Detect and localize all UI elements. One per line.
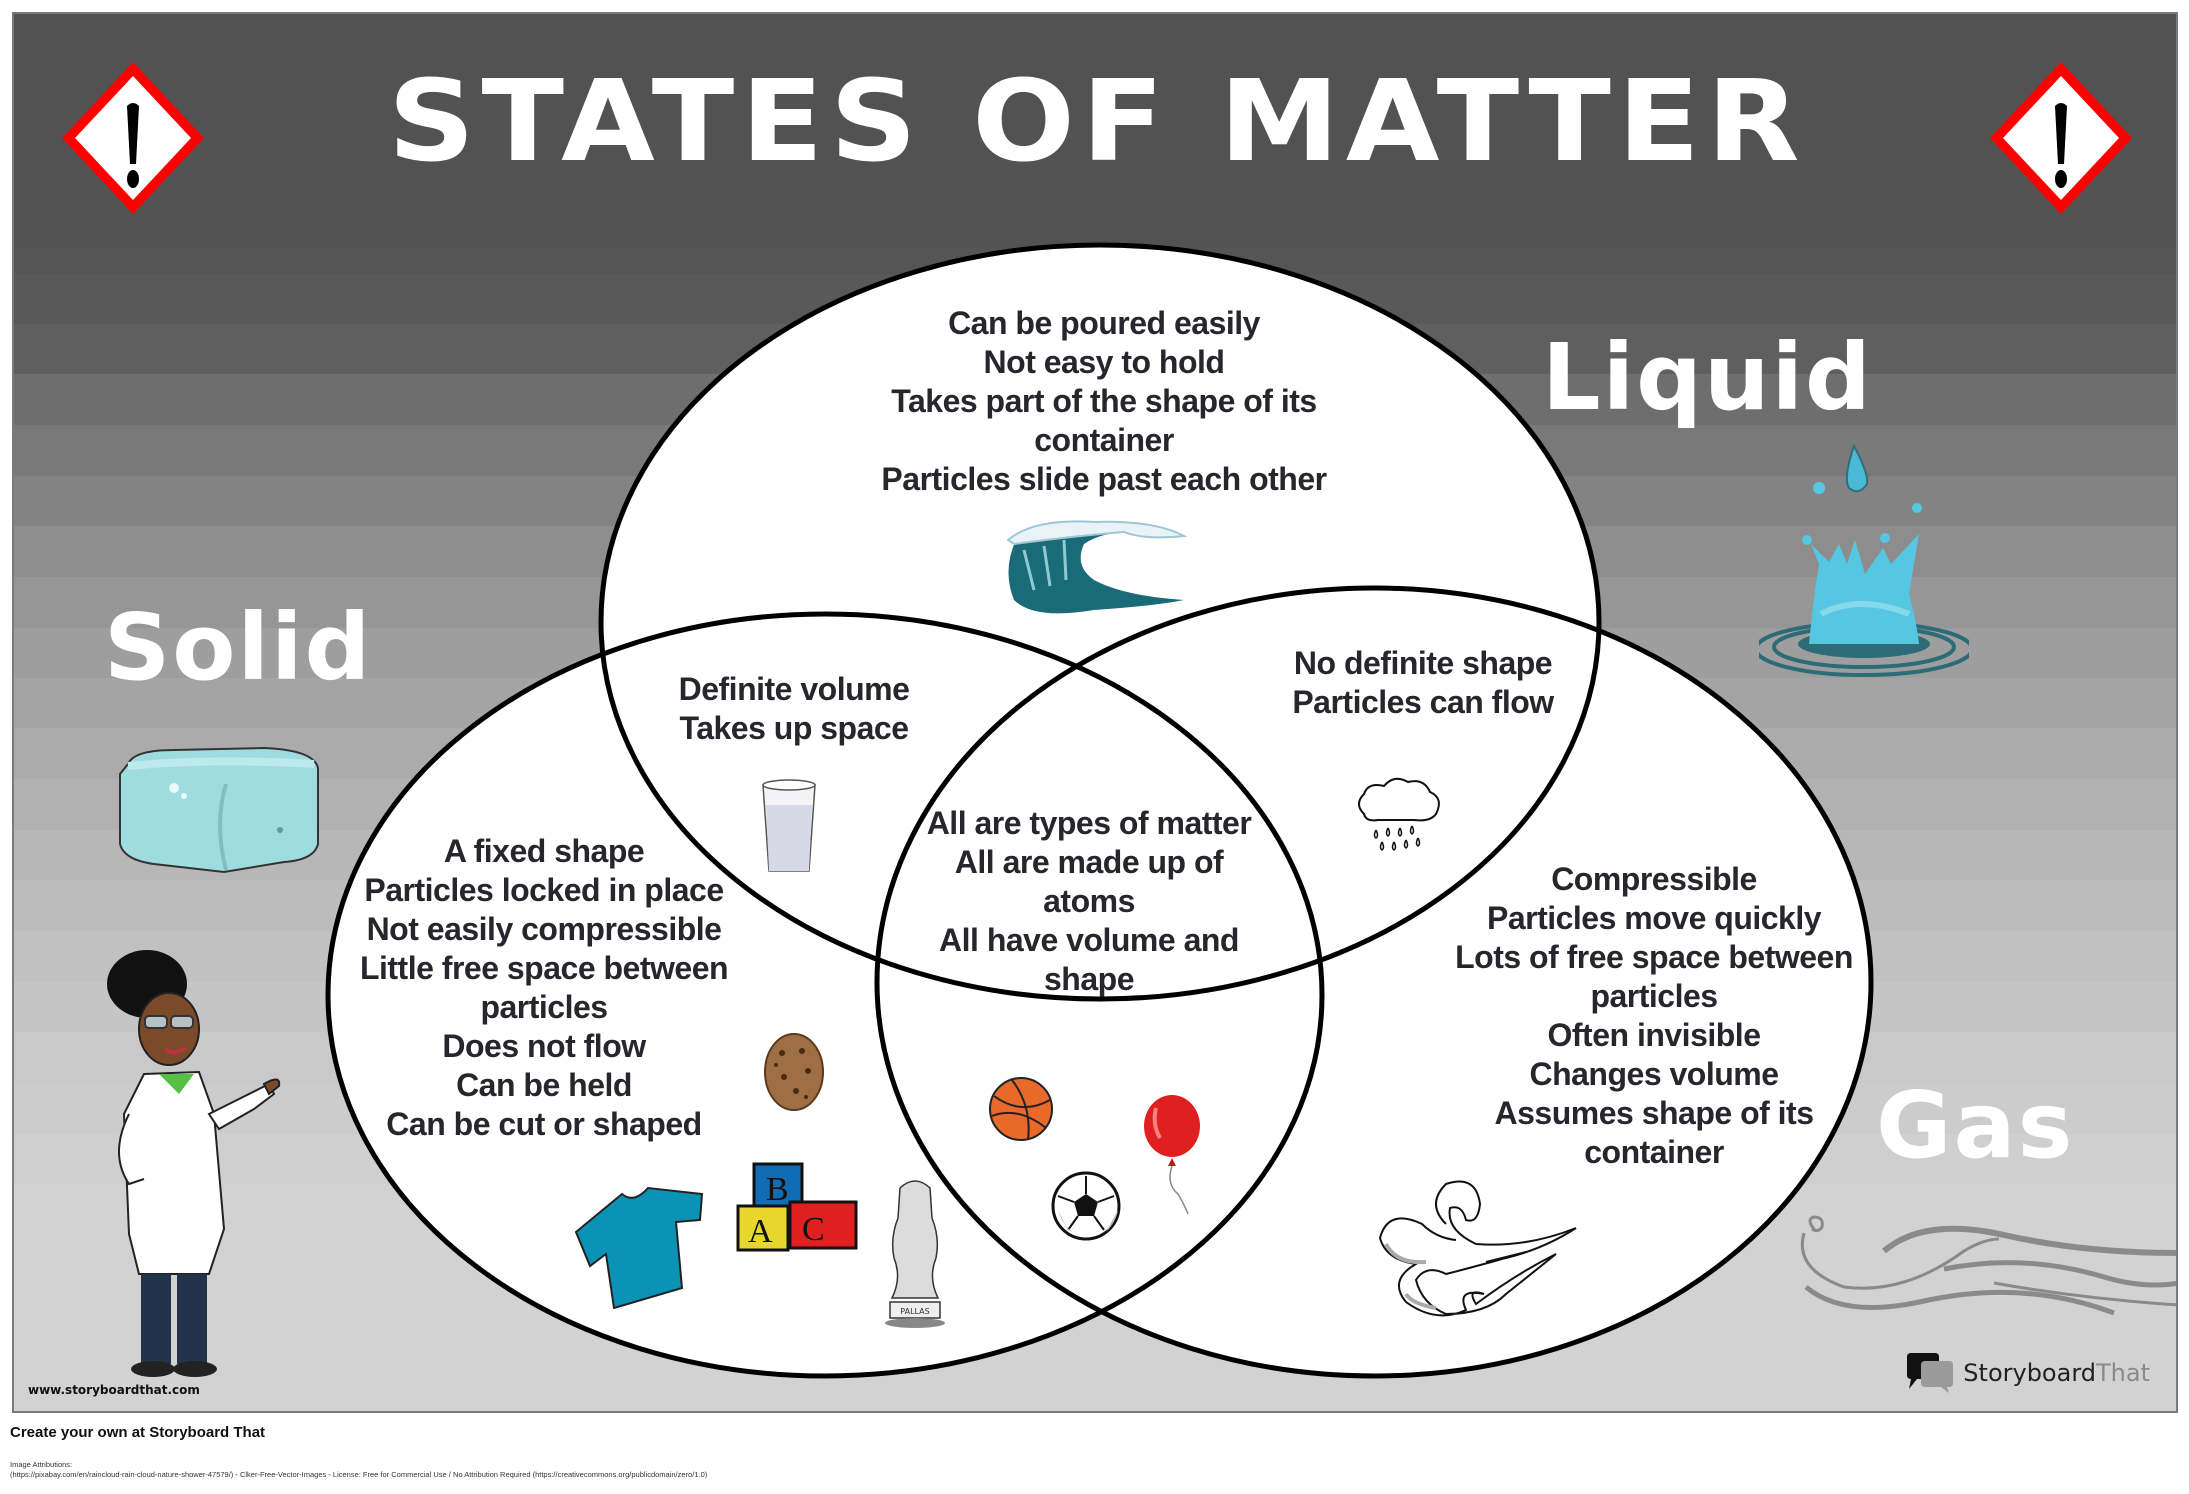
cookie-icon — [764, 1033, 824, 1111]
text-line: Takes up space — [679, 710, 909, 746]
text-line: All are types of matter — [926, 805, 1252, 841]
text-line: Particles locked in place — [364, 872, 724, 908]
region-all-three: All are types of matter All are made up … — [924, 804, 1254, 999]
text-line: All are made up of — [954, 844, 1224, 880]
text-line: container — [1034, 422, 1174, 458]
image-attributions: Image Attributions: (https://pixabay.com… — [10, 1460, 707, 1480]
text-line: particles — [1590, 978, 1718, 1014]
text-line: container — [1584, 1134, 1724, 1170]
poster-title: STATES OF MATTER — [387, 57, 1807, 187]
block-letter-c: C — [802, 1211, 825, 1248]
circle-liquid — [598, 242, 1602, 1002]
text-line: Lots of free space between — [1455, 939, 1853, 975]
t-shirt-icon — [574, 1186, 704, 1309]
text-line: Assumes shape of its — [1494, 1095, 1815, 1131]
text-line: A fixed shape — [443, 833, 645, 869]
red-balloon-icon — [1144, 1095, 1200, 1215]
text-line: Takes part of the shape of its — [891, 383, 1317, 419]
speech-bubbles-logo-icon — [1907, 1353, 1954, 1393]
text-line: Compressible — [1551, 861, 1757, 897]
water-splash-icon — [1759, 444, 1969, 677]
brand-name-dark: Storyboard — [1963, 1359, 2096, 1387]
exclamation-hazard-icon-left — [62, 62, 204, 214]
text-line: Definite volume — [678, 671, 910, 707]
glass-of-water-icon — [762, 779, 816, 872]
ice-cube-icon — [119, 746, 319, 874]
text-line: Changes volume — [1529, 1056, 1779, 1092]
text-line: All have volume and — [939, 922, 1239, 958]
region-gas-only: Compressible Particles move quickly Lots… — [1454, 860, 1854, 1172]
text-line: Does not flow — [442, 1028, 646, 1064]
attribution-title: Image Attributions: — [10, 1460, 73, 1469]
rain-cloud-icon — [1358, 777, 1440, 851]
region-solid-liquid: Definite volume Takes up space — [654, 670, 934, 748]
block-letter-a: A — [748, 1213, 773, 1250]
text-line: Can be held — [456, 1067, 632, 1103]
region-liquid-gas: No definite shape Particles can flow — [1278, 644, 1568, 722]
region-liquid-only: Can be poured easily Not easy to hold Ta… — [844, 304, 1364, 499]
create-your-own-link[interactable]: Create your own at Storyboard That — [10, 1424, 266, 1441]
text-line: Can be poured easily — [948, 305, 1260, 341]
text-line: Can be cut or shaped — [386, 1106, 702, 1142]
exclamation-hazard-icon-right — [1990, 62, 2132, 214]
circle-solid — [325, 611, 1325, 1379]
text-line: Not easily compressible — [366, 911, 722, 947]
wind-swirl-icon — [1800, 1215, 2176, 1316]
wind-gust-icon — [1378, 1180, 1577, 1317]
basketball-icon — [989, 1077, 1053, 1141]
brand-name-light: That — [2096, 1359, 2150, 1387]
text-line: Often invisible — [1547, 1017, 1761, 1053]
label-solid: Solid — [104, 594, 373, 701]
block-letter-b: B — [766, 1171, 789, 1208]
text-line: shape — [1044, 961, 1134, 997]
statue-label: PALLAS — [900, 1307, 929, 1316]
label-gas: Gas — [1876, 1072, 2075, 1179]
text-line: Little free space between — [359, 950, 729, 986]
abc-blocks-icon: B A C — [736, 1162, 858, 1252]
text-line: Particles can flow — [1292, 684, 1554, 720]
attribution-text: (https://pixabay.com/en/raincloud-rain-c… — [10, 1470, 708, 1479]
text-line: Not easy to hold — [983, 344, 1225, 380]
scientist-character — [107, 950, 281, 1377]
label-liquid: Liquid — [1542, 324, 1873, 431]
circle-gas — [874, 585, 1874, 1379]
ocean-wave-icon — [1006, 520, 1188, 614]
region-solid-only: A fixed shape Particles locked in place … — [344, 832, 744, 1144]
text-line: Particles move quickly — [1486, 900, 1822, 936]
storyboardthat-logo[interactable]: StoryboardThat — [1905, 1353, 2150, 1393]
text-line: particles — [480, 989, 608, 1025]
text-line: atoms — [1043, 883, 1135, 919]
text-line: No definite shape — [1293, 645, 1553, 681]
pallas-bust-statue-icon: PALLAS — [885, 1180, 945, 1328]
text-line: Particles slide past each other — [881, 461, 1327, 497]
watermark-url: www.storyboardthat.com — [28, 1383, 200, 1397]
poster: STATES OF MATTER Solid Liquid Gas — [12, 12, 2178, 1413]
soccer-ball-icon — [1051, 1171, 1121, 1241]
